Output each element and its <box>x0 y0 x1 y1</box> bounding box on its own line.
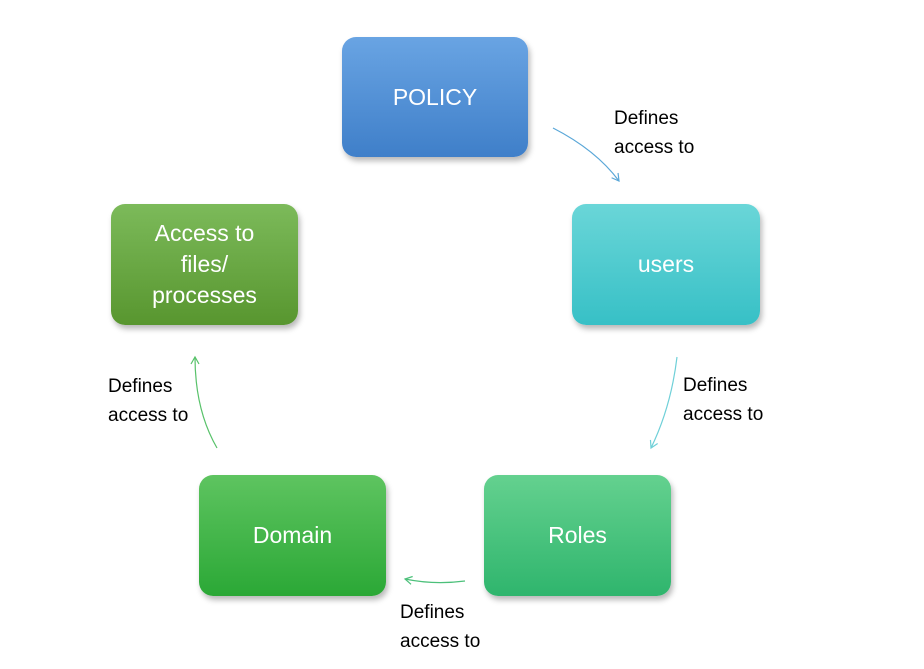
node-policy-label: POLICY <box>392 83 478 110</box>
node-access-label: Access to files/ processes <box>152 220 257 308</box>
arrow-policy-to-users <box>552 127 620 182</box>
arrow-domain-to-access <box>190 355 218 449</box>
edge-label-policy-users: Defines access to <box>614 108 695 158</box>
node-roles: Roles <box>484 475 671 596</box>
edge-label-users-roles: Defines access to <box>683 375 764 425</box>
edge-label-domain-access: Defines access to <box>108 376 189 426</box>
arrow-users-to-roles <box>649 356 678 450</box>
node-users: users <box>572 204 760 325</box>
node-roles-label: Roles <box>548 522 607 548</box>
node-users-label: users <box>637 251 695 277</box>
node-domain-label: Domain <box>252 522 333 548</box>
edge-label-roles-domain: Defines access to <box>400 602 481 652</box>
node-access-files-processes: Access to files/ processes <box>111 204 298 325</box>
node-domain: Domain <box>199 475 386 596</box>
arrow-roles-to-domain <box>403 575 466 585</box>
node-policy: POLICY <box>342 37 528 157</box>
